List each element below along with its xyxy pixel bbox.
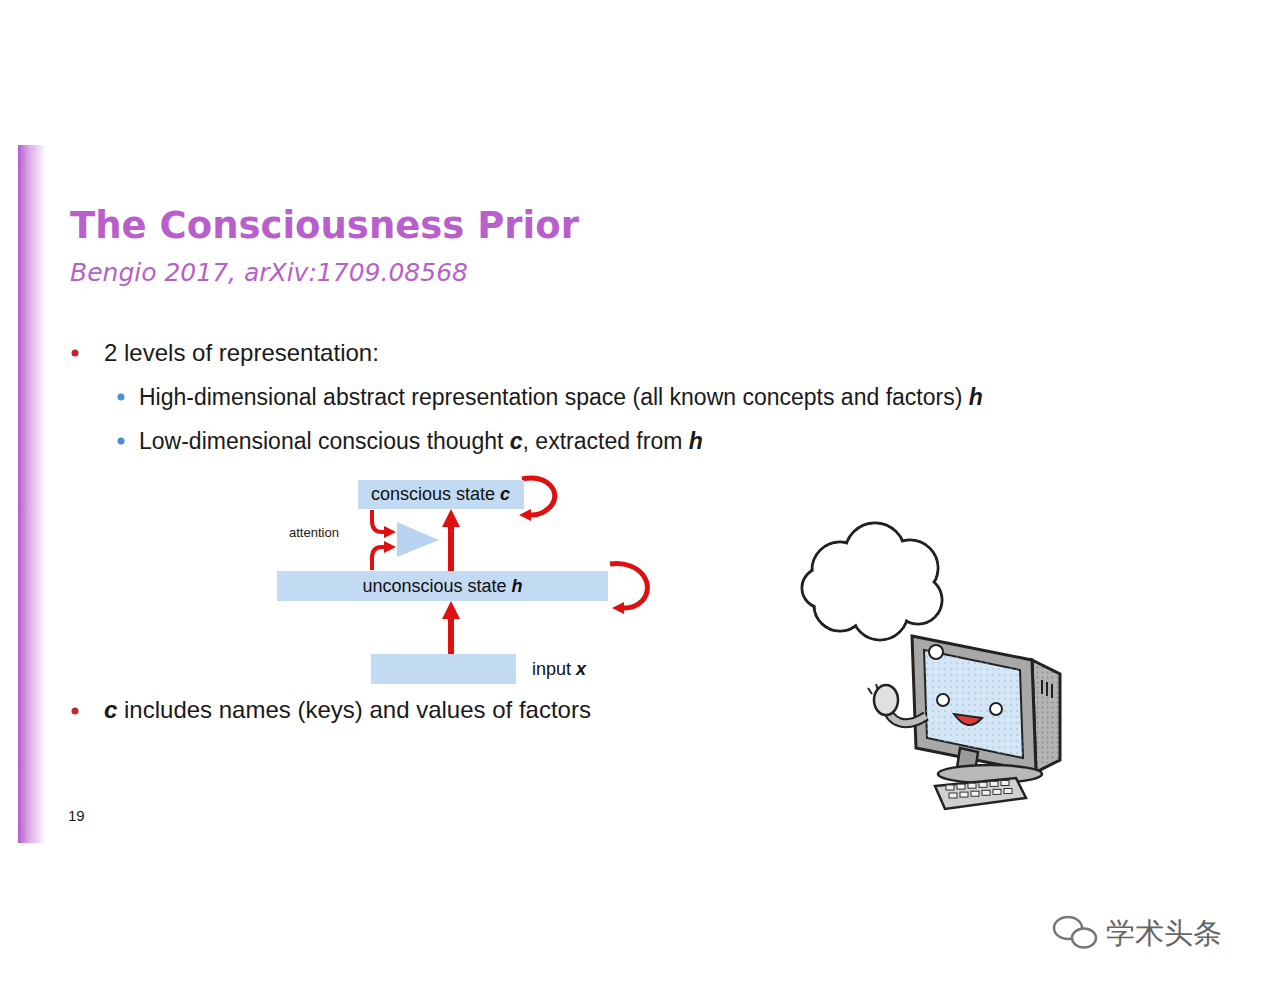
sub-bullet-text: Low-dimensional conscious thought c, ext… xyxy=(139,428,703,455)
attention-arrows xyxy=(372,510,384,570)
text-part: The Consciousness Prior xyxy=(70,204,579,247)
text-part: Low-dimensional conscious thought xyxy=(139,428,510,454)
text-part: includes names (keys) and values of fact… xyxy=(117,696,591,723)
text-part: , extracted from xyxy=(523,428,689,454)
slide-title: The Consciousness Prior xyxy=(70,204,579,247)
text-part: input xyxy=(532,659,576,679)
text-part: conscious state xyxy=(371,484,500,504)
text-part: 19 xyxy=(68,807,85,824)
key xyxy=(949,793,957,798)
bullet-dots xyxy=(72,350,125,715)
computer-illustration xyxy=(802,523,1060,809)
sub-bullet-text: High-dimensional abstract representation… xyxy=(139,384,983,411)
key xyxy=(1001,781,1009,786)
flow-arrow xyxy=(448,527,454,571)
bullet-text: c includes names (keys) and values of fa… xyxy=(104,696,591,724)
side-bar xyxy=(18,145,46,843)
state-box: unconscious state h xyxy=(277,571,608,601)
key xyxy=(979,782,987,787)
wechat-icon xyxy=(1054,917,1096,948)
attention-label: attention xyxy=(289,525,339,540)
key xyxy=(993,789,1001,794)
flow-arrow xyxy=(448,619,454,654)
input-box: input x xyxy=(371,654,516,684)
node-label: unconscious state h xyxy=(354,576,530,597)
text-part: unconscious state xyxy=(362,576,511,596)
state-box: conscious state c xyxy=(358,480,524,509)
text-part: h xyxy=(969,384,983,410)
watermark: 学术头条 xyxy=(1106,914,1222,954)
page-number: 19 xyxy=(68,807,85,824)
text-part: h xyxy=(512,576,523,596)
node-label: conscious state c xyxy=(363,484,518,505)
text-part: 学术头条 xyxy=(1106,916,1222,950)
text-part: c xyxy=(104,696,117,723)
text-part: Bengio 2017, arXiv:1709.08568 xyxy=(70,258,468,287)
text-part: 2 levels of representation: xyxy=(104,339,379,366)
citation: Bengio 2017, arXiv:1709.08568 xyxy=(70,258,468,287)
text-part: High-dimensional abstract representation… xyxy=(139,384,969,410)
text-part: c xyxy=(500,484,510,504)
text-part: x xyxy=(576,659,586,679)
key xyxy=(946,785,954,790)
key xyxy=(968,783,976,788)
key xyxy=(982,790,990,795)
node-label: input x xyxy=(532,659,586,680)
key xyxy=(957,784,965,789)
attention-triangle xyxy=(397,522,439,557)
key xyxy=(1004,789,1012,794)
text-part: c xyxy=(510,428,523,454)
text-part: h xyxy=(689,428,703,454)
key xyxy=(971,791,979,796)
key xyxy=(990,781,998,786)
key xyxy=(960,792,968,797)
bullet-text: 2 levels of representation: xyxy=(104,339,379,367)
text-part: attention xyxy=(289,525,339,540)
